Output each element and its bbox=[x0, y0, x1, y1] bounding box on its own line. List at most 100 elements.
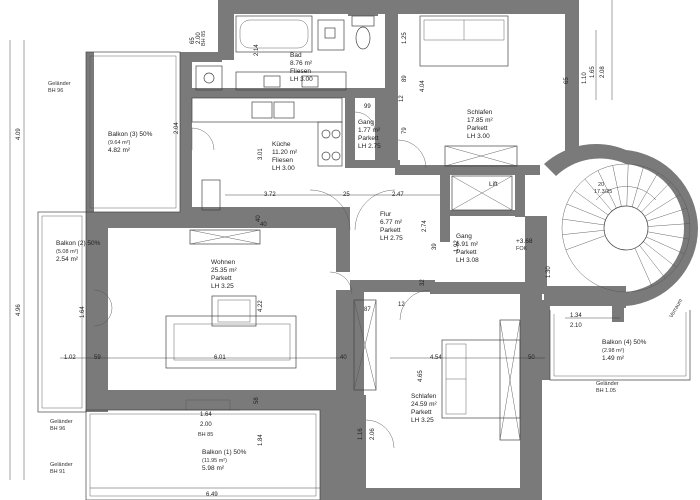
svg-text:3.72: 3.72 bbox=[264, 192, 276, 198]
svg-text:Wohnen: Wohnen bbox=[211, 259, 235, 266]
svg-text:32: 32 bbox=[420, 279, 426, 286]
svg-text:Parkett: Parkett bbox=[456, 249, 477, 256]
svg-text:Küche: Küche bbox=[272, 141, 291, 148]
room-wohnen: Wohnen 25.35 m² Parkett LH 3.25 bbox=[211, 259, 237, 290]
svg-text:6.91 m²: 6.91 m² bbox=[456, 241, 479, 248]
svg-text:BH 85: BH 85 bbox=[201, 31, 207, 46]
stair-tread bbox=[584, 178, 613, 212]
svg-text:24.59 m²: 24.59 m² bbox=[411, 401, 437, 408]
svg-text:Schlafen: Schlafen bbox=[467, 109, 493, 116]
svg-text:Gang: Gang bbox=[456, 233, 472, 240]
svg-text:1.49 m²: 1.49 m² bbox=[602, 355, 625, 362]
svg-text:LH 3.25: LH 3.25 bbox=[411, 417, 434, 424]
svg-text:Parkett: Parkett bbox=[358, 135, 379, 142]
stair-tread bbox=[565, 235, 606, 251]
svg-text:Balkon (3) 50%: Balkon (3) 50% bbox=[108, 131, 153, 138]
room-kueche: Küche 11.20 m² Fliesen LH 3.00 bbox=[272, 141, 298, 172]
svg-text:1.02: 1.02 bbox=[64, 355, 76, 361]
svg-text:12: 12 bbox=[398, 302, 405, 308]
svg-text:LH 3.00: LH 3.00 bbox=[467, 133, 490, 140]
room-balkon-4: Balkon (4) 50% (2.98 m²) 1.49 m² bbox=[602, 339, 647, 362]
svg-text:BH 85: BH 85 bbox=[198, 432, 213, 438]
svg-text:Parkett: Parkett bbox=[380, 227, 401, 234]
svg-text:1.64: 1.64 bbox=[200, 412, 212, 418]
svg-text:5.98 m²: 5.98 m² bbox=[202, 465, 225, 472]
svg-text:40: 40 bbox=[340, 355, 347, 361]
svg-text:LH 3.25: LH 3.25 bbox=[211, 283, 234, 290]
svg-text:58: 58 bbox=[254, 397, 260, 404]
stair-tread bbox=[639, 245, 666, 279]
svg-text:99: 99 bbox=[364, 104, 371, 110]
svg-text:(5.08 m²): (5.08 m²) bbox=[56, 249, 78, 255]
room-flur: Flur 6.77 m² Parkett LH 2.75 bbox=[380, 211, 403, 242]
svg-text:Geländer: Geländer bbox=[48, 81, 71, 87]
svg-text:12: 12 bbox=[399, 95, 405, 102]
room-balkon-1: Balkon (1) 50% (11.95 m²) 5.98 m² bbox=[202, 449, 247, 472]
room-balkon-3: Balkon (3) 50% (9.64 m²) 4.82 m² bbox=[108, 131, 153, 154]
svg-text:4.65: 4.65 bbox=[418, 370, 424, 382]
svg-text:17.85 m²: 17.85 m² bbox=[467, 117, 493, 124]
svg-text:LH 2.75: LH 2.75 bbox=[358, 143, 381, 150]
svg-text:2.00: 2.00 bbox=[200, 422, 212, 428]
svg-text:4.54: 4.54 bbox=[430, 355, 442, 361]
svg-text:Fliesen: Fliesen bbox=[272, 157, 293, 164]
stair-tread bbox=[562, 218, 605, 226]
stair-tread bbox=[574, 190, 609, 216]
svg-text:Gang: Gang bbox=[358, 119, 374, 126]
svg-text:LH 3.00: LH 3.00 bbox=[290, 76, 313, 83]
svg-text:Bad: Bad bbox=[290, 52, 302, 59]
room-bad: Bad 8.76 m² Fliesen LH 3.00 bbox=[290, 52, 313, 83]
room-lift: Lift bbox=[489, 181, 498, 188]
svg-text:8.76 m²: 8.76 m² bbox=[290, 60, 313, 67]
stair-tread bbox=[641, 181, 671, 213]
svg-text:LH 3.00: LH 3.00 bbox=[272, 165, 295, 172]
svg-text:BH 96: BH 96 bbox=[48, 88, 63, 94]
stair-tread bbox=[634, 248, 653, 287]
stair-tread bbox=[643, 241, 677, 268]
svg-text:(9.64 m²): (9.64 m²) bbox=[108, 140, 130, 146]
svg-text:Balkon (1) 50%: Balkon (1) 50% bbox=[202, 449, 247, 456]
svg-text:2.06: 2.06 bbox=[370, 428, 376, 440]
svg-text:1.92: 1.92 bbox=[454, 240, 460, 252]
svg-text:20: 20 bbox=[598, 182, 604, 188]
svg-text:1.30: 1.30 bbox=[546, 266, 552, 278]
svg-text:2.47: 2.47 bbox=[392, 192, 404, 198]
stair-tread bbox=[566, 203, 606, 221]
svg-text:87: 87 bbox=[364, 307, 371, 313]
svg-text:FOK: FOK bbox=[516, 246, 528, 252]
svg-text:6.77 m²: 6.77 m² bbox=[380, 219, 403, 226]
svg-text:+3.68: +3.68 bbox=[516, 238, 533, 245]
svg-text:1.84: 1.84 bbox=[258, 434, 264, 446]
svg-text:2.00: 2.00 bbox=[196, 32, 202, 44]
svg-text:2.10: 2.10 bbox=[570, 323, 582, 329]
fixtures bbox=[37, 15, 691, 500]
dimension-texts: 4.09 4.96 65 2.00 2.14 1.25 89 99 12 4.0… bbox=[16, 32, 606, 498]
svg-text:LH 2.75: LH 2.75 bbox=[380, 235, 403, 242]
stair-tread bbox=[646, 236, 685, 255]
room-labels: Bad 8.76 m² Fliesen LH 3.00 Schlafen 17.… bbox=[56, 52, 647, 472]
svg-text:1.16: 1.16 bbox=[358, 428, 364, 440]
stair-tread bbox=[631, 166, 644, 207]
svg-text:Flur: Flur bbox=[380, 211, 392, 218]
svg-text:4.22: 4.22 bbox=[258, 300, 264, 312]
svg-text:Geländer: Geländer bbox=[50, 462, 73, 468]
stair-tread bbox=[626, 163, 629, 207]
svg-text:Parkett: Parkett bbox=[467, 125, 488, 132]
svg-text:50: 50 bbox=[528, 355, 535, 361]
stair-tread bbox=[647, 223, 690, 227]
room-balkon-2: Balkon (2) 50% (5.08 m²) 2.54 m² bbox=[56, 240, 101, 263]
svg-text:40: 40 bbox=[256, 215, 262, 222]
svg-text:BH 96: BH 96 bbox=[50, 426, 65, 432]
svg-text:4.04: 4.04 bbox=[420, 80, 426, 92]
svg-text:2.04: 2.04 bbox=[174, 122, 180, 134]
svg-text:Geländer: Geländer bbox=[50, 419, 73, 425]
room-gang-mid: Gang 6.91 m² Parkett LH 3.08 bbox=[456, 233, 479, 264]
svg-text:1.64: 1.64 bbox=[80, 306, 86, 318]
stair-tread bbox=[644, 193, 681, 217]
stair-tread bbox=[647, 231, 690, 240]
stair-tread bbox=[562, 230, 605, 235]
svg-text:Schlafen: Schlafen bbox=[411, 393, 437, 400]
svg-text:Fliesen: Fliesen bbox=[290, 68, 311, 75]
svg-text:59: 59 bbox=[94, 355, 101, 361]
